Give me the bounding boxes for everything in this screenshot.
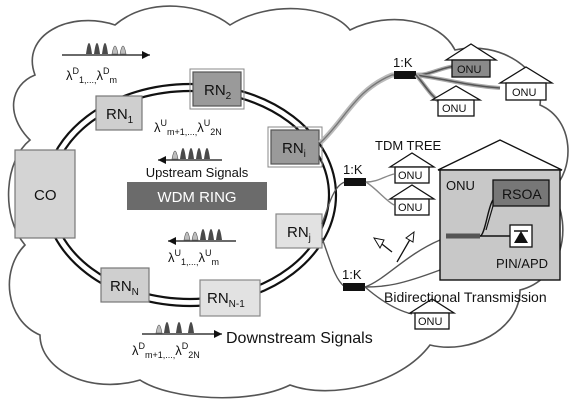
rnn-sub: N — [132, 287, 139, 298]
rn2-base: RN — [204, 82, 226, 99]
onu-house-tdm-1: ONU — [387, 152, 437, 184]
upstream-signals-label: Upstream Signals — [146, 165, 249, 180]
rn-n-minus-1: RNN-1 — [199, 279, 261, 317]
onu-house-lower: ONU — [407, 298, 457, 330]
splitter-lower-label: 1:K — [342, 267, 362, 282]
svg-text:RN2: RN2 — [204, 82, 232, 102]
bidirectional-label: Bidirectional Transmission — [384, 289, 547, 305]
svg-text:RNj: RNj — [287, 224, 311, 244]
rnn-base: RN — [110, 278, 132, 295]
svg-text:ONU: ONU — [457, 64, 482, 76]
pulses-upstream-mid — [168, 229, 236, 245]
svg-text:ONU: ONU — [442, 103, 467, 115]
pulses-upstream-top — [158, 148, 222, 164]
svg-text:RNN-1: RNN-1 — [207, 290, 245, 310]
fiber-lower-branches — [364, 239, 441, 315]
rn-n: RNN — [100, 267, 150, 303]
splitter-lower — [343, 283, 365, 291]
onu-detail: ONU RSOA PIN/APD — [437, 139, 563, 281]
wdm-ring-banner: WDM RING — [127, 182, 267, 210]
splitter-tdm-label: 1:K — [343, 162, 363, 177]
rnn1-sub: N-1 — [229, 299, 246, 310]
rsoa-box — [492, 179, 550, 207]
pin-apd-label: PIN/APD — [496, 256, 548, 271]
fiber-rnj-branches — [321, 181, 346, 288]
onu-detail-label: ONU — [446, 178, 475, 193]
tdm-tree-label: TDM TREE — [375, 138, 442, 153]
wavelength-upstream-top: λUm+1,...,λU2N — [154, 118, 222, 137]
pulses-bottom — [142, 322, 222, 338]
co-label: CO — [34, 187, 57, 204]
onu-house-top-1: ONU — [443, 43, 499, 78]
svg-text:RNN: RNN — [110, 278, 139, 298]
splitter-top-label: 1:K — [393, 55, 413, 70]
rnn1-base: RN — [207, 290, 229, 307]
svg-text:ONU: ONU — [418, 316, 443, 328]
svg-text:RN1: RN1 — [106, 106, 134, 126]
svg-text:ONU: ONU — [512, 87, 537, 99]
wavelength-bottom: λDm+1,...,λD2N — [132, 341, 200, 360]
wavelength-upstream-mid: λU1,...,λUm — [168, 248, 219, 267]
rn1-sub: 1 — [128, 115, 134, 126]
rn-j: RNj — [275, 213, 323, 249]
rn1-base: RN — [106, 106, 128, 123]
bidirectional-arrows — [372, 230, 415, 263]
onu-house-top-3: ONU — [429, 85, 483, 117]
wdm-ring-label: WDM RING — [157, 189, 236, 206]
pulses-top-left — [62, 43, 150, 59]
fiber-rni-upper — [318, 72, 425, 145]
onu-house-tdm-2: ONU — [387, 184, 437, 216]
rn-i: RNi — [267, 126, 323, 168]
central-office: CO — [14, 149, 76, 239]
rni-sub: i — [304, 149, 306, 160]
rnj-sub: j — [308, 233, 311, 244]
photodiode-symbol — [514, 231, 528, 243]
rn-2: RN2 — [189, 68, 245, 110]
onu-house-top-2: ONU — [497, 66, 555, 101]
splitter-tdm — [344, 178, 366, 186]
rn2-sub: 2 — [226, 91, 232, 102]
svg-text:RNi: RNi — [282, 140, 306, 160]
rsoa-label: RSOA — [502, 186, 542, 202]
arrow-head-top-left — [142, 51, 150, 59]
rnj-base: RN — [287, 224, 309, 241]
downstream-signals-label: Downstream Signals — [226, 330, 373, 347]
rni-base: RN — [282, 140, 304, 157]
svg-text:ONU: ONU — [398, 202, 423, 214]
wavelength-top-left: λD1,...,λDm — [66, 66, 117, 85]
rn-1: RN1 — [95, 95, 143, 131]
fiber-tdm-branches — [365, 173, 395, 206]
splitter-top — [394, 71, 416, 79]
svg-text:ONU: ONU — [398, 170, 423, 182]
